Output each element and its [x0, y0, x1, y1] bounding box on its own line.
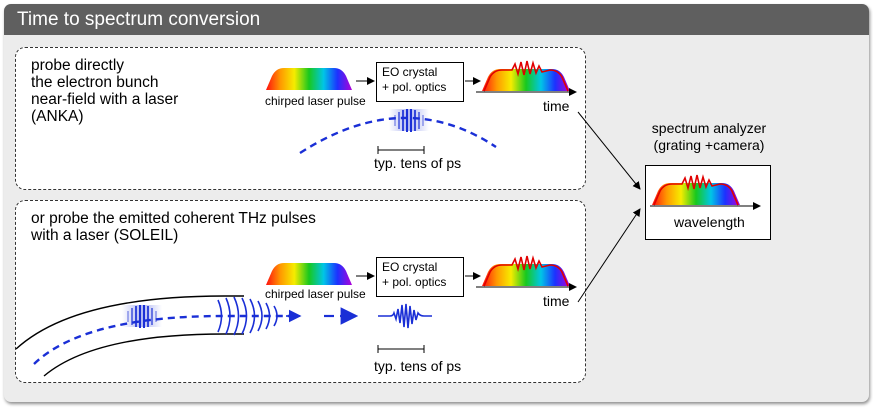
anka-output-pulse	[476, 60, 577, 96]
analyzer-title-line-2: (grating +camera)	[653, 137, 765, 153]
soleil-duration-bar	[377, 345, 425, 353]
analyzer-spectrum	[650, 174, 761, 210]
analyzer-axis-label: wavelength	[674, 214, 745, 230]
anka-electron-bunch	[389, 109, 429, 132]
block-title: Time to spectrum conversion	[4, 4, 869, 35]
soleil-time-label: time	[543, 293, 570, 309]
anka-duration-bar	[377, 146, 425, 154]
soleil-output-pulse	[476, 255, 577, 291]
soleil-eo-box: EO crystal + pol. optics	[376, 257, 464, 297]
anka-line-4: (ANKA)	[31, 108, 84, 125]
anka-eo-box: EO crystal + pol. optics	[376, 62, 464, 102]
anka-eo-line-1: EO crystal	[382, 65, 438, 79]
bottom-to-analyzer-arrow	[577, 208, 641, 303]
soleil-input-pulse	[266, 263, 352, 285]
soleil-beam-trajectory	[33, 314, 294, 365]
anka-description: probe directly the electron bunch near-f…	[31, 57, 178, 125]
soleil-line-1: or probe the emitted coherent THz pulses	[31, 210, 316, 227]
soleil-line-2: with a laser (SOLEIL)	[31, 227, 179, 244]
soleil-duration-label: typ. tens of ps	[374, 358, 462, 374]
anka-eo-line-2: + pol. optics	[382, 80, 447, 94]
soleil-vacuum-chamber	[15, 295, 244, 377]
anka-line-1: probe directly	[31, 57, 125, 74]
soleil-thz-wavefronts	[217, 296, 302, 336]
soleil-panel	[15, 200, 586, 383]
anka-line-2: the electron bunch	[31, 74, 159, 91]
anka-duration-label: typ. tens of ps	[374, 155, 462, 171]
anka-input-pulse	[266, 68, 352, 90]
top-to-analyzer-arrow	[577, 111, 641, 190]
analyzer-title: spectrum analyzer (grating +camera)	[629, 120, 789, 154]
conversion-block: Time to spectrum conversion probe direct…	[4, 4, 869, 402]
soleil-eo-line-1: EO crystal	[382, 260, 438, 274]
soleil-thz-pulse	[378, 303, 432, 329]
anka-line-3: near-field with a laser	[31, 91, 179, 108]
soleil-eo-line-2: + pol. optics	[382, 275, 447, 289]
soleil-electron-bunch	[122, 305, 162, 328]
soleil-pulse-label: chirped laser pulse	[265, 287, 366, 301]
soleil-description: or probe the emitted coherent THz pulses…	[31, 210, 316, 244]
anka-time-label: time	[543, 98, 570, 114]
anka-pulse-label: chirped laser pulse	[265, 94, 366, 108]
analyzer-title-line-1: spectrum analyzer	[651, 120, 767, 136]
diagram-graphics	[15, 60, 761, 377]
